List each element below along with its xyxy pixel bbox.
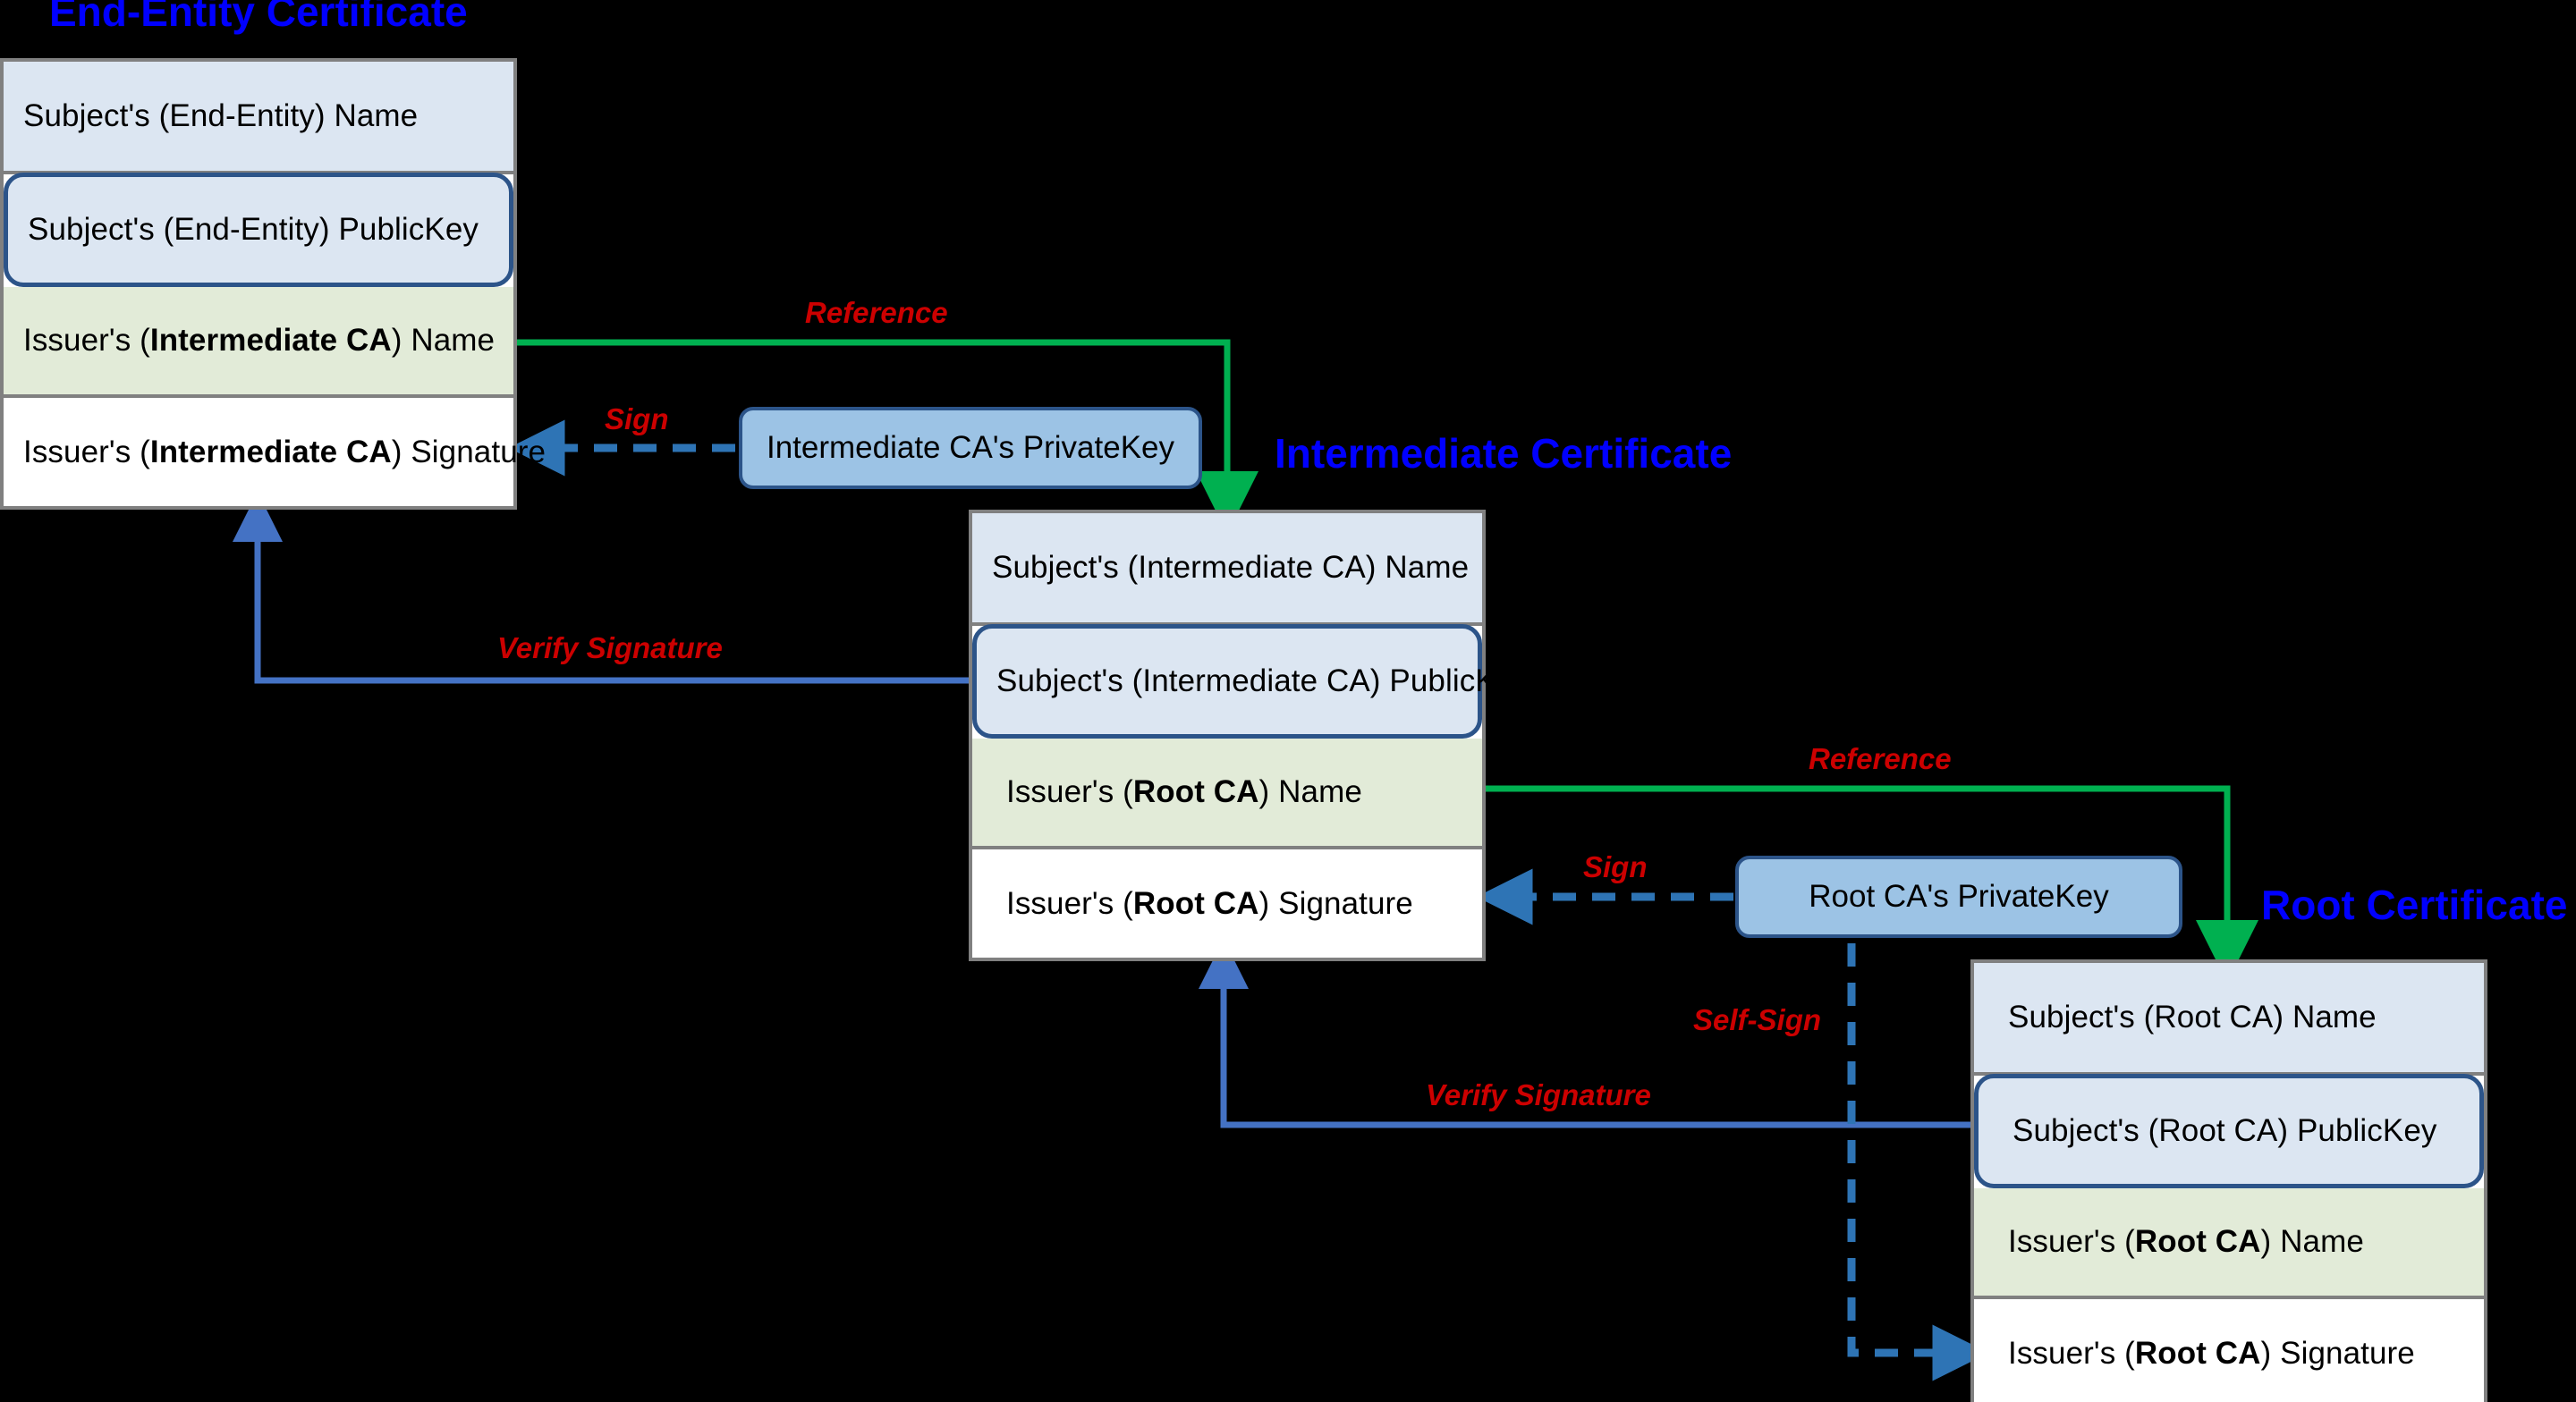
row-root-issuer-name: Issuer's (Root CA) Name (1974, 1188, 2484, 1299)
row-label: Issuer's (Intermediate CA) Name (23, 323, 496, 358)
row-label: Issuer's (Root CA) Signature (1006, 885, 1413, 921)
row-intermediate-issuer-name: Issuer's (Root CA) Name (972, 739, 1482, 849)
row-intermediate-subject-name: Subject's (Intermediate CA) Name (972, 513, 1482, 626)
row-label: Issuer's (Root CA) Signature (2008, 1335, 2415, 1371)
row-label: Subject's (Intermediate CA) PublicKey (996, 663, 1530, 698)
row-label: Subject's (Root CA) PublicKey (2012, 1113, 2437, 1148)
row-label: Subject's (Intermediate CA) Name (992, 550, 1470, 585)
row-end-entity-subject-publickey: Subject's (End-Entity) PublicKey (4, 173, 513, 287)
intermediate-ca-privatekey-box: Intermediate CA's PrivateKey (739, 407, 1202, 489)
row-intermediate-subject-publickey: Subject's (Intermediate CA) PublicKey (972, 624, 1530, 739)
privkey-label: Root CA's PrivateKey (1809, 879, 2109, 914)
intermediate-certificate-box: Subject's (Intermediate CA) Name Subject… (969, 510, 1530, 961)
reference-label-bottom: Reference (1809, 742, 1952, 775)
row-end-entity-subject-name: Subject's (End-Entity) Name (4, 62, 513, 174)
row-label: Issuer's (Intermediate CA) Signature (23, 434, 547, 469)
root-certificate-box: Subject's (Root CA) Name Subject's (Root… (1970, 959, 2487, 1402)
root-ca-privatekey-box: Root CA's PrivateKey (1735, 856, 2182, 938)
sign-label-bottom: Sign (1583, 850, 1648, 883)
row-label: Subject's (End-Entity) PublicKey (28, 212, 479, 247)
intermediate-certificate-title: Intermediate Certificate (1275, 430, 1733, 477)
row-intermediate-issuer-signature: Issuer's (Root CA) Signature (972, 849, 1482, 958)
sign-label-top: Sign (605, 402, 669, 435)
row-root-issuer-signature: Issuer's (Root CA) Signature (1974, 1299, 2484, 1402)
row-label: Issuer's (Root CA) Name (2008, 1224, 2364, 1259)
end-entity-certificate-title: End-Entity Certificate (49, 0, 468, 35)
self-sign-arrow (1847, 943, 1989, 1381)
row-root-subject-publickey: Subject's (Root CA) PublicKey (1974, 1074, 2484, 1188)
row-end-entity-issuer-signature: Issuer's (Intermediate CA) Signature (4, 398, 546, 506)
root-certificate-title: Root Certificate (2261, 882, 2568, 928)
row-label: Issuer's (Root CA) Name (1006, 774, 1362, 809)
verify-signature-label-bottom: Verify Signature (1426, 1078, 1651, 1111)
row-root-subject-name: Subject's (Root CA) Name (1974, 963, 2484, 1076)
self-sign-label: Self-Sign (1693, 1003, 1822, 1036)
row-label: Subject's (End-Entity) Name (23, 98, 419, 133)
privkey-label: Intermediate CA's PrivateKey (766, 430, 1175, 465)
row-end-entity-issuer-name: Issuer's (Intermediate CA) Name (4, 287, 513, 398)
end-entity-certificate-box: Subject's (End-Entity) Name Subject's (E… (0, 58, 546, 510)
verify-signature-label-top: Verify Signature (497, 631, 723, 664)
reference-label-top: Reference (805, 296, 948, 329)
row-label: Subject's (Root CA) Name (2008, 1000, 2377, 1035)
